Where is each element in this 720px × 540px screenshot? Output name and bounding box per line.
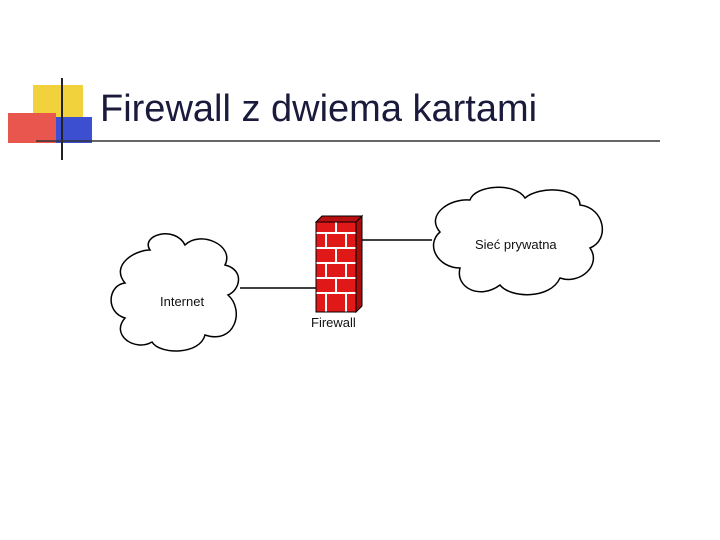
internet-cloud: Internet: [110, 233, 240, 352]
firewall-label: Firewall: [311, 315, 356, 330]
firewall-wall-icon: [314, 214, 364, 314]
title-decoration: [8, 78, 660, 160]
internet-label: Internet: [160, 294, 204, 309]
private-network-label: Sieć prywatna: [475, 237, 557, 252]
blue-square-decoration: [50, 117, 92, 143]
slide-title: Firewall z dwiema kartami: [100, 88, 538, 130]
private-network-cloud: Sieć prywatna: [432, 186, 604, 296]
red-square-decoration: [8, 113, 56, 143]
